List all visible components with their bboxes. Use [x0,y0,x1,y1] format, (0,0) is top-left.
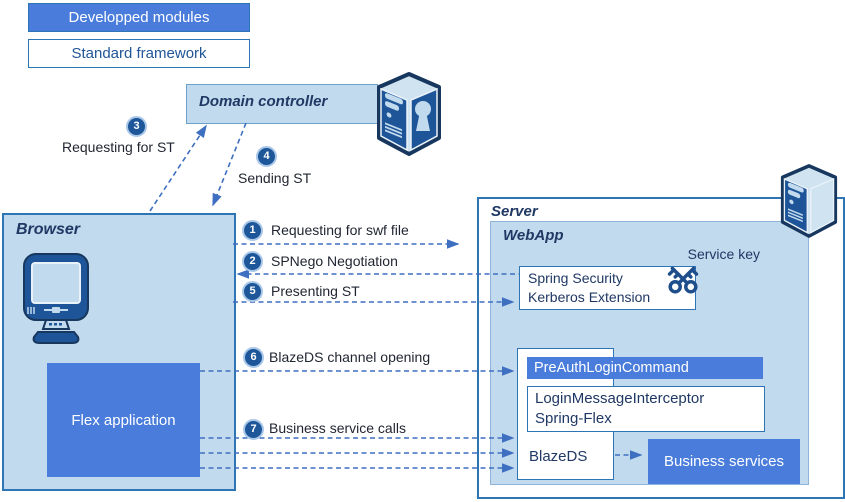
business-services-label: Business services [663,453,785,470]
preauth-login-command-label: PreAuthLoginCommand [534,360,689,376]
flow-badge-3: 3 [126,116,147,137]
business-services-box: Business services [648,439,800,484]
domain-controller-server-icon [377,72,441,156]
spring-security-kerberos-box: Spring Security Kerberos Extension [519,266,696,310]
service-key-label: Service key [687,246,760,262]
flow-badge-4: 4 [256,146,277,167]
flow-label-spnego: SPNego Negotiation [271,253,398,269]
flow-label-presenting-st: Presenting ST [271,283,360,299]
flow-badge-7: 7 [243,419,264,440]
legend-standard-framework-label: Standard framework [71,45,207,62]
blazeds-label: BlazeDS [529,448,588,465]
flow-badge-6: 6 [243,347,264,368]
application-server-icon [780,164,838,238]
flex-application-box: Flex application [47,363,200,477]
legend-developed-modules: Developped modules [28,3,250,32]
flow-label-business-calls: Business service calls [269,420,406,436]
browser-label: Browser [16,221,81,238]
spring-security-line1: Spring Security [528,270,623,286]
login-message-interceptor-line1: LoginMessageInterceptor [535,390,705,407]
flow-label-requesting-st: Requesting for ST [62,139,175,155]
flow-badge-1: 1 [242,220,263,241]
webapp-label: WebApp [503,227,564,244]
arrow-sending-st [212,122,247,207]
login-message-interceptor-box: LoginMessageInterceptor Spring-Flex [527,386,765,432]
domain-controller-label: Domain controller [199,93,328,110]
flow-label-blazeds-channel: BlazeDS channel opening [269,349,431,365]
browser-monitor-icon [23,253,89,344]
crossed-keys-icon [667,266,699,294]
preauth-login-command-box: PreAuthLoginCommand [527,357,763,379]
legend-standard-framework: Standard framework [28,39,250,68]
flow-label-requesting-swf: Requesting for swf file [271,222,409,238]
legend-developed-modules-label: Developped modules [68,9,210,26]
domain-controller-box: Domain controller [186,84,378,124]
flow-label-sending-st: Sending ST [238,170,312,186]
login-message-interceptor-line2: Spring-Flex [535,410,612,427]
flex-application-label: Flex application [71,411,176,429]
flow-badge-2: 2 [242,251,263,272]
flow-badge-5: 5 [242,281,263,302]
server-label: Server [491,203,538,220]
spring-security-line2: Kerberos Extension [528,289,651,305]
